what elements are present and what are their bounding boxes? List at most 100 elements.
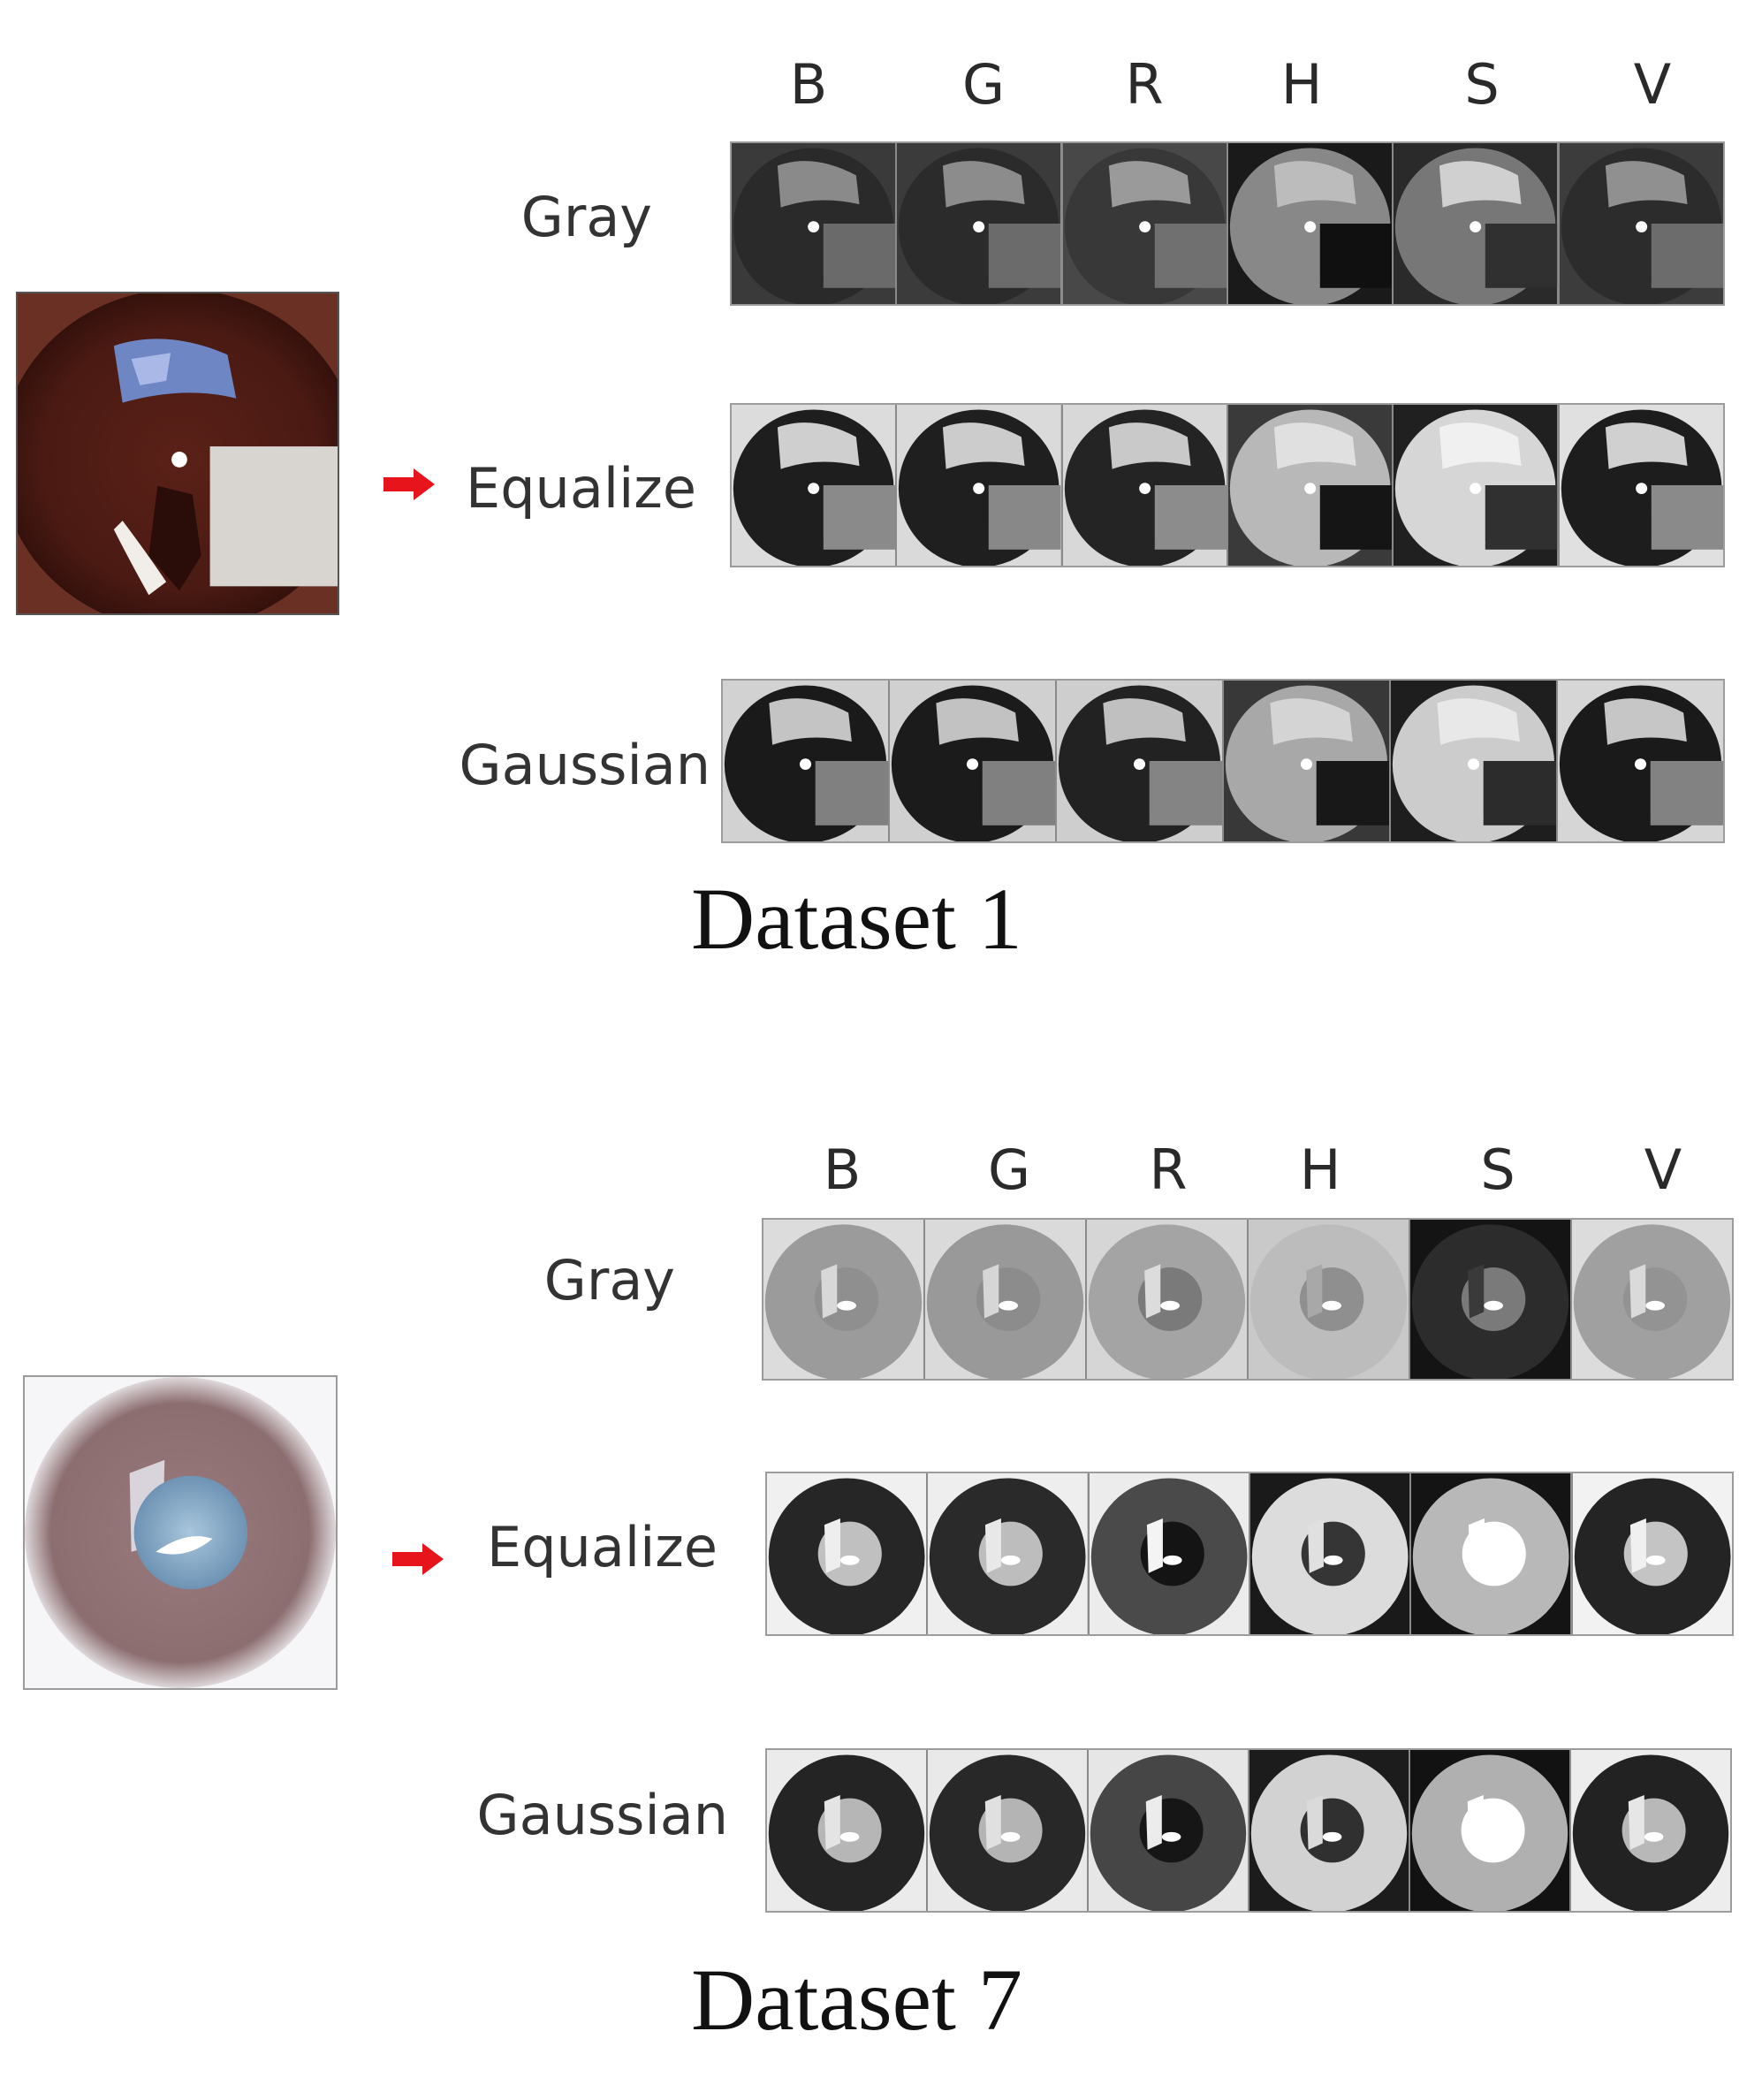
channel-thumbnail — [1394, 143, 1558, 304]
channel-strip-equalize — [730, 403, 1725, 567]
channel-thumbnail — [925, 1220, 1085, 1379]
channel-header-b: B — [789, 52, 828, 117]
channel-thumbnail — [1394, 405, 1558, 566]
red-arrow-icon — [392, 1543, 444, 1575]
channel-thumbnail — [1410, 1750, 1569, 1911]
channel-tile-r — [1062, 143, 1228, 304]
channel-thumbnail — [1089, 1750, 1248, 1911]
eye-photo-dark-iris-icon — [18, 293, 338, 613]
channel-tile-s — [1394, 143, 1560, 304]
channel-thumbnail — [1572, 1220, 1732, 1379]
channel-header-v: V — [1644, 1138, 1682, 1202]
channel-tile-s — [1410, 1750, 1571, 1911]
channel-thumbnail — [763, 1220, 923, 1379]
channel-thumbnail — [1062, 405, 1227, 566]
channel-tile-g — [928, 1473, 1090, 1634]
channel-tile-g — [928, 1750, 1089, 1911]
dataset-7-panel: B G R H S V Gray Equalize Gaussian Datas… — [0, 1085, 1762, 2100]
channel-tile-h — [1249, 1750, 1410, 1911]
channel-thumbnail — [1227, 143, 1393, 304]
channel-header-g: G — [961, 52, 1006, 117]
row-label-equalize: Equalize — [466, 456, 696, 521]
channel-tile-g — [897, 405, 1063, 566]
channel-tile-s — [1394, 405, 1560, 566]
channel-strip-gray — [762, 1218, 1734, 1381]
channel-thumbnail — [1057, 681, 1222, 841]
channel-thumbnail — [732, 405, 896, 566]
channel-header-v: V — [1633, 52, 1672, 117]
channel-strip-gaussian — [765, 1748, 1732, 1913]
channel-tile-r — [1062, 405, 1228, 566]
eye-photo-light-iris-icon — [25, 1377, 336, 1688]
channel-tile-b — [763, 1220, 925, 1379]
source-eye-image — [23, 1375, 338, 1690]
row-label-gaussian: Gaussian — [459, 733, 710, 797]
dataset-1-panel: B G R H S V Gray Equalize Gaussian Datas… — [0, 0, 1762, 1015]
channel-tile-r — [1089, 1473, 1250, 1634]
channel-tile-b — [723, 681, 890, 841]
channel-thumbnail — [1558, 681, 1723, 841]
channel-tile-r — [1087, 1220, 1249, 1379]
channel-header-s: S — [1480, 1138, 1515, 1202]
channel-thumbnail — [1411, 1473, 1571, 1634]
channel-thumbnail — [1224, 681, 1389, 841]
channel-thumbnail — [1089, 1473, 1249, 1634]
channel-thumbnail — [723, 681, 888, 841]
channel-thumbnail — [928, 1473, 1088, 1634]
channel-tile-h — [1249, 1473, 1412, 1634]
channel-header-h: H — [1280, 52, 1323, 117]
channel-thumbnail — [732, 143, 896, 304]
channel-tile-s — [1410, 1220, 1572, 1379]
channel-thumbnail — [1227, 405, 1393, 566]
channel-tile-b — [732, 405, 898, 566]
channel-tile-g — [890, 681, 1057, 841]
red-arrow-icon — [384, 468, 435, 500]
channel-thumbnail — [1572, 1473, 1732, 1634]
channel-tile-v — [1572, 1220, 1732, 1379]
row-label-equalize: Equalize — [487, 1515, 718, 1579]
channel-thumbnail — [1249, 1750, 1409, 1911]
channel-header-s: S — [1464, 52, 1500, 117]
channel-strip-gray — [730, 141, 1725, 306]
row-label-gray: Gray — [520, 185, 652, 249]
dataset-caption: Dataset 1 — [691, 870, 1022, 968]
channel-tile-g — [925, 1220, 1087, 1379]
channel-thumbnail — [928, 1750, 1087, 1911]
channel-tile-b — [732, 143, 898, 304]
channel-tile-b — [767, 1750, 928, 1911]
channel-thumbnail — [897, 143, 1061, 304]
dataset-caption: Dataset 7 — [691, 1951, 1022, 2049]
channel-thumbnail — [1391, 681, 1556, 841]
channel-thumbnail — [1249, 1220, 1409, 1379]
channel-thumbnail — [897, 405, 1061, 566]
channel-thumbnail — [1249, 1473, 1410, 1634]
channel-thumbnail — [1571, 1750, 1730, 1911]
channel-tile-v — [1571, 1750, 1730, 1911]
source-eye-image — [16, 292, 339, 615]
channel-thumbnail — [890, 681, 1055, 841]
channel-tile-r — [1057, 681, 1224, 841]
row-label-gray: Gray — [543, 1248, 675, 1312]
channel-thumbnail — [1062, 143, 1227, 304]
channel-tile-h — [1249, 1220, 1410, 1379]
channel-tile-v — [1559, 405, 1723, 566]
channel-thumbnail — [1087, 1220, 1247, 1379]
channel-strip-equalize — [765, 1472, 1734, 1636]
channel-header-r: R — [1149, 1138, 1188, 1202]
channel-tile-v — [1558, 681, 1723, 841]
channel-tile-s — [1411, 1473, 1573, 1634]
channel-thumbnail — [1559, 143, 1723, 304]
channel-tile-s — [1391, 681, 1558, 841]
channel-thumbnail — [767, 1473, 927, 1634]
channel-strip-gaussian — [721, 679, 1725, 843]
channel-tile-b — [767, 1473, 929, 1634]
channel-header-h: H — [1299, 1138, 1341, 1202]
channel-tile-h — [1227, 143, 1394, 304]
channel-tile-r — [1089, 1750, 1249, 1911]
channel-thumbnail — [1410, 1220, 1570, 1379]
channel-thumbnail — [1559, 405, 1723, 566]
channel-tile-v — [1559, 143, 1723, 304]
channel-header-r: R — [1125, 52, 1164, 117]
channel-tile-h — [1227, 405, 1394, 566]
channel-tile-g — [897, 143, 1063, 304]
